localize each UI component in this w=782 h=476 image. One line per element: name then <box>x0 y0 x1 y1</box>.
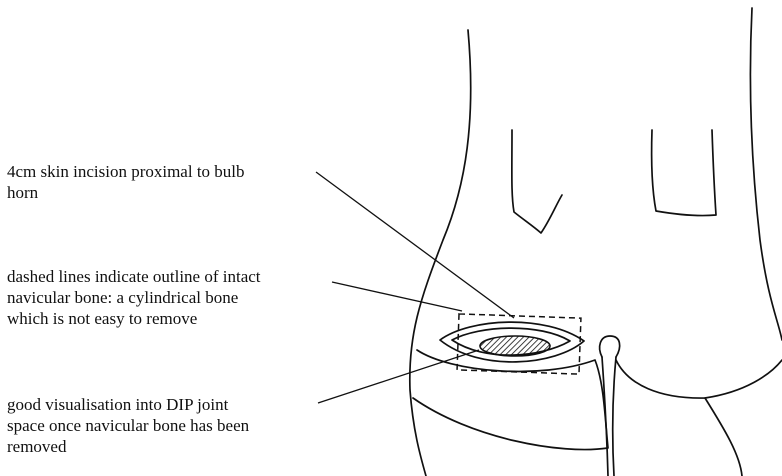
dashed-annotation-line-1: dashed lines indicate outline of intact <box>7 266 261 287</box>
dashed-outline-annotation: dashed lines indicate outline of intact … <box>7 266 261 329</box>
leader-incision <box>316 172 514 318</box>
dip-joint-space <box>480 336 550 356</box>
central-sulcus-lower <box>602 357 608 476</box>
pastern-right-outline <box>750 8 782 340</box>
pastern-left-outline <box>410 30 471 476</box>
incision-annotation-line-2: horn <box>7 182 245 203</box>
incision-annotation-line-1: 4cm skin incision proximal to bulb <box>7 161 245 182</box>
leader-dashed <box>332 282 462 311</box>
central-sulcus-right <box>613 357 616 476</box>
heel-bulb-right <box>616 360 782 398</box>
visual-annotation-line-3: removed <box>7 436 249 457</box>
leader-visual <box>318 350 479 403</box>
frog-left-line <box>512 130 562 233</box>
visual-annotation-line-1: good visualisation into DIP joint <box>7 394 249 415</box>
visual-annotation-line-2: space once navicular bone has been <box>7 415 249 436</box>
heel-bulb-right-lower <box>705 398 742 476</box>
central-sulcus <box>600 336 620 357</box>
dashed-annotation-line-3: which is not easy to remove <box>7 308 261 329</box>
heel-bulb-left <box>413 350 608 450</box>
incision-annotation: 4cm skin incision proximal to bulb horn <box>7 161 245 203</box>
frog-right-line <box>652 130 716 216</box>
visualisation-annotation: good visualisation into DIP joint space … <box>7 394 249 457</box>
dashed-annotation-line-2: navicular bone: a cylindrical bone <box>7 287 261 308</box>
